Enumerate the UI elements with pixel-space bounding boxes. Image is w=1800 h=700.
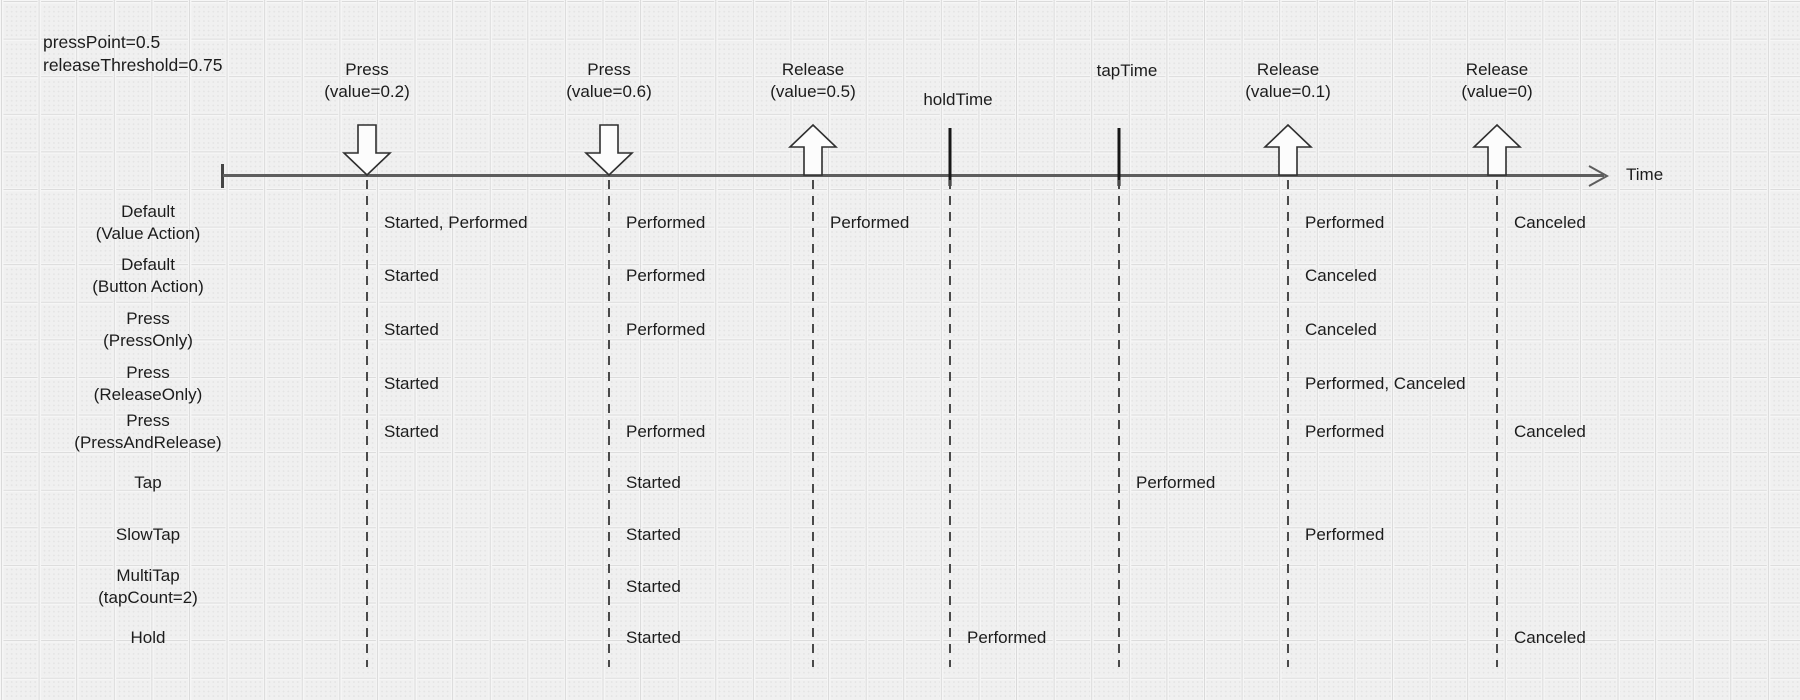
parameters-note: pressPoint=0.5 releaseThreshold=0.75: [43, 31, 223, 76]
row-label-press-release-only: Press (ReleaseOnly): [38, 362, 258, 406]
arrow-up-icon-release-value-0-1: [1263, 123, 1313, 176]
row-label-press-press-only: Press (PressOnly): [38, 308, 258, 352]
row-label-hold: Hold: [38, 627, 258, 649]
row-label-slow-tap-line: SlowTap: [115, 525, 181, 544]
row-label-default-button-action-line: Default: [121, 255, 175, 274]
phase-text-default-value-action-press-value-0-2: Started, Performed: [384, 213, 528, 232]
phase-text-multi-tap-press-value-0-6: Started: [626, 577, 681, 596]
event-label-press-value-0-6: Press (value=0.6): [566, 59, 652, 102]
phase-text-default-value-action-release-value-0: Canceled: [1514, 213, 1586, 232]
event-label-release-value-0-1: Release (value=0.1): [1245, 59, 1331, 102]
time-marker-tick-tap-time: [1117, 128, 1121, 186]
row-label-tap: Tap: [38, 472, 258, 494]
row-label-multi-tap-line: MultiTap: [116, 566, 180, 585]
event-label-hold-time-line: holdTime: [923, 90, 993, 109]
row-label-press-press-only-line: Press: [126, 309, 170, 328]
event-guideline-hold-time: [949, 180, 951, 667]
row-label-default-button-action: Default (Button Action): [38, 254, 258, 298]
event-guideline-release-value-0-1: [1287, 180, 1289, 667]
phase-text-default-value-action-press-value-0-6: Performed: [626, 213, 706, 232]
phase-text-default-button-action-release-value-0-1: Canceled: [1305, 266, 1377, 285]
event-label-release-value-0-5-line: (value=0.5): [770, 81, 856, 101]
arrow-down-icon-press-value-0-6: [584, 124, 634, 177]
axis-start-tick: [221, 164, 224, 188]
phase-text-press-press-and-release-release-value-0-1: Performed: [1305, 422, 1385, 441]
event-guideline-press-value-0-6: [608, 180, 610, 667]
time-axis-line: [223, 174, 1604, 177]
phase-text-default-value-action-release-value-0-5: Performed: [830, 213, 910, 232]
row-label-slow-tap: SlowTap: [38, 524, 258, 546]
event-guideline-press-value-0-2: [366, 180, 368, 667]
row-label-press-press-and-release-line: (PressAndRelease): [74, 433, 222, 452]
release-threshold-label: releaseThreshold=0.75: [43, 54, 223, 75]
phase-text-hold-press-value-0-6: Started: [626, 628, 681, 647]
phase-text-press-press-and-release-release-value-0: Canceled: [1514, 422, 1586, 441]
phase-text-press-press-and-release-press-value-0-2: Started: [384, 422, 439, 441]
event-label-tap-time-line: tapTime: [1096, 61, 1158, 80]
row-label-hold-line: Hold: [130, 628, 166, 647]
phase-text-press-release-only-release-value-0-1: Performed, Canceled: [1305, 374, 1466, 393]
row-label-multi-tap: MultiTap (tapCount=2): [38, 565, 258, 609]
event-label-release-value-0: Release (value=0): [1461, 59, 1532, 102]
phase-text-tap-press-value-0-6: Started: [626, 473, 681, 492]
event-label-press-value-0-2-line: Press: [345, 60, 389, 79]
event-guideline-tap-time: [1118, 180, 1120, 667]
event-label-press-value-0-2-line: (value=0.2): [324, 81, 410, 101]
event-guideline-release-value-0-5: [812, 180, 814, 667]
press-point-label: pressPoint=0.5: [43, 32, 161, 52]
row-label-press-press-and-release: Press (PressAndRelease): [38, 410, 258, 454]
row-label-tap-line: Tap: [134, 473, 162, 492]
event-label-release-value-0-5: Release (value=0.5): [770, 59, 856, 102]
row-label-default-value-action-line: Default: [121, 202, 175, 221]
row-label-default-button-action-line: (Button Action): [92, 277, 204, 296]
phase-text-slow-tap-release-value-0-1: Performed: [1305, 525, 1385, 544]
event-label-press-value-0-2: Press (value=0.2): [324, 59, 410, 102]
event-guideline-release-value-0: [1496, 180, 1498, 667]
phase-text-hold-release-value-0: Canceled: [1514, 628, 1586, 647]
row-label-press-release-only-line: Press: [126, 363, 170, 382]
row-label-press-press-only-line: (PressOnly): [103, 331, 193, 350]
phase-text-slow-tap-press-value-0-6: Started: [626, 525, 681, 544]
row-label-default-value-action-line: (Value Action): [95, 224, 201, 243]
time-axis-label: Time: [1626, 165, 1664, 184]
phase-text-tap-tap-time: Performed: [1136, 473, 1216, 492]
phase-text-hold-hold-time: Performed: [967, 628, 1047, 647]
event-label-press-value-0-6-line: Press: [587, 60, 631, 79]
phase-text-press-press-only-press-value-0-6: Performed: [626, 320, 706, 339]
row-label-multi-tap-line: (tapCount=2): [98, 588, 198, 607]
phase-text-press-press-only-press-value-0-2: Started: [384, 320, 439, 339]
phase-text-press-press-and-release-press-value-0-6: Performed: [626, 422, 706, 441]
arrow-up-icon-release-value-0-5: [788, 123, 838, 176]
event-label-release-value-0-1-line: (value=0.1): [1245, 81, 1331, 101]
event-label-release-value-0-5-line: Release: [781, 60, 845, 79]
event-label-release-value-0-line: (value=0): [1461, 81, 1533, 101]
row-label-press-release-only-line: (ReleaseOnly): [93, 385, 203, 404]
arrow-down-icon-press-value-0-2: [342, 124, 392, 177]
phase-text-press-release-only-press-value-0-2: Started: [384, 374, 439, 393]
row-label-press-press-and-release-line: Press: [126, 411, 170, 430]
time-marker-tick-hold-time: [948, 128, 952, 186]
row-label-default-value-action: Default (Value Action): [38, 201, 258, 245]
time-axis-arrowhead-icon: [1586, 163, 1612, 189]
event-label-hold-time: holdTime: [923, 89, 992, 111]
phase-text-default-button-action-press-value-0-6: Performed: [626, 266, 706, 285]
event-label-release-value-0-line: Release: [1465, 60, 1529, 79]
phase-text-default-button-action-press-value-0-2: Started: [384, 266, 439, 285]
arrow-up-icon-release-value-0: [1472, 123, 1522, 176]
event-label-tap-time: tapTime: [1097, 60, 1158, 82]
event-label-release-value-0-1-line: Release: [1256, 60, 1320, 79]
phase-text-press-press-only-release-value-0-1: Canceled: [1305, 320, 1377, 339]
phase-text-default-value-action-release-value-0-1: Performed: [1305, 213, 1385, 232]
event-label-press-value-0-6-line: (value=0.6): [566, 81, 652, 101]
